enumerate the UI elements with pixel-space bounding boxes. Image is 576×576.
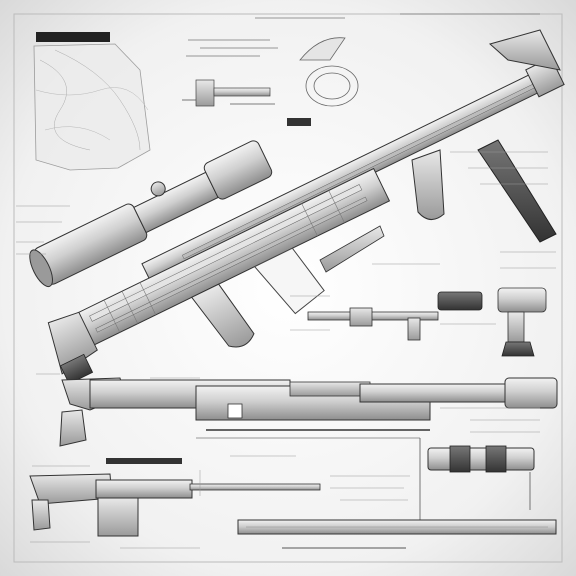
main-rifle: [47, 56, 565, 385]
scope: [29, 140, 273, 288]
label-block: [287, 118, 311, 126]
long-bar: [237, 519, 557, 549]
bottom-rifle: [29, 458, 321, 537]
title-plate: [36, 32, 110, 42]
middle-rifle: [59, 377, 558, 447]
rear-grip-top: [411, 29, 561, 243]
annotation-lines: [16, 151, 556, 549]
sheet-border: [13, 13, 563, 563]
ring-sketch: [299, 37, 359, 107]
scope-detail-lower: [419, 438, 535, 520]
receiver-detail-top: [182, 79, 275, 107]
header-annotations: [186, 13, 540, 57]
small-parts-mid: [307, 225, 547, 357]
terrain-sketch: [33, 43, 151, 171]
